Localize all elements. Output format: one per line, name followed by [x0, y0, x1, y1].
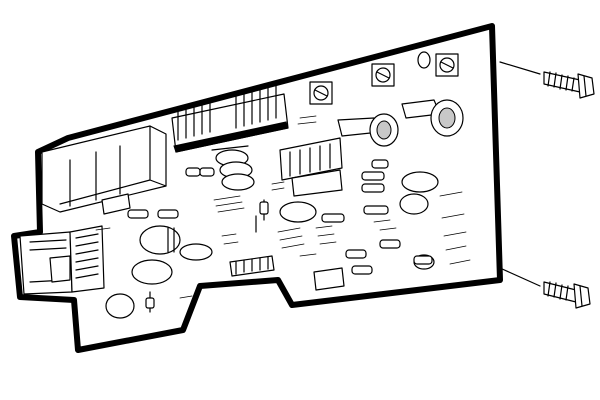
- diode-icon: [361, 159, 389, 193]
- trace-marks-icon: [95, 115, 471, 299]
- circuit-board-icon: [11, 23, 503, 353]
- capacitor-icon: [105, 145, 439, 319]
- mounting-screw-icon: [499, 267, 591, 309]
- rotary-shaft-icon: [337, 99, 464, 147]
- edge-connector-icon: [19, 225, 105, 295]
- pin-header-icon: [171, 85, 289, 153]
- potentiometer-icon: [309, 51, 459, 105]
- ic-chip-icon: [229, 137, 345, 291]
- mounting-screw-icon: [499, 61, 595, 99]
- resistor-icon: [127, 167, 433, 313]
- crystal-icon: [131, 201, 317, 285]
- relay-icon: [41, 125, 167, 215]
